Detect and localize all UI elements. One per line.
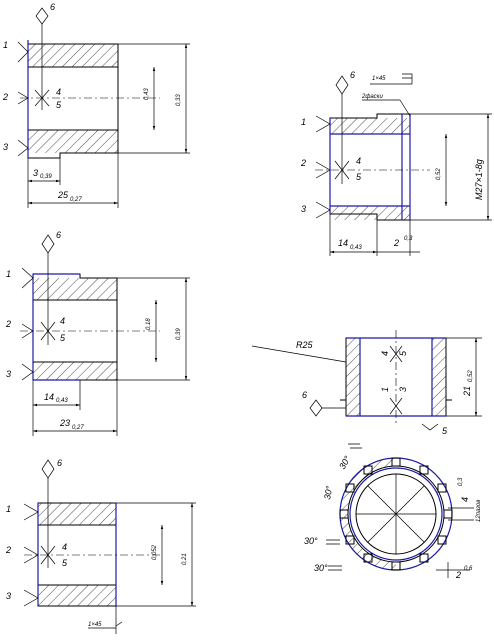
svg-text:30°: 30° <box>322 485 334 501</box>
op2-base-3: 3 <box>6 369 11 379</box>
op3-base-2: 2 <box>5 545 11 555</box>
svg-text:2: 2 <box>455 570 461 580</box>
op2-base-1: 1 <box>6 269 11 279</box>
svg-text:1: 1 <box>380 387 390 392</box>
op4-base-1: 1 <box>301 117 306 127</box>
svg-text:0,39: 0,39 <box>40 174 52 180</box>
op3-base-4: 4 <box>62 542 67 552</box>
svg-text:5: 5 <box>442 426 448 436</box>
svg-text:4: 4 <box>460 497 470 502</box>
svg-text:0,3: 0,3 <box>458 477 464 486</box>
op1-base-1: 1 <box>3 40 8 50</box>
svg-text:3: 3 <box>398 387 408 392</box>
op5-radius: R25 <box>296 340 314 350</box>
op5-wall-right <box>432 338 446 416</box>
operation-3-sketch: 1 2 3 6 4 5 0,052 0,21 1×45 <box>5 458 196 634</box>
op2-wall-top <box>33 278 117 300</box>
op1-base-3: 3 <box>3 142 8 152</box>
svg-text:12пазов: 12пазов <box>476 500 482 522</box>
op4-base-4: 4 <box>356 156 361 166</box>
operation-6-sketch: 30° 30° 30° 30° 4 0,3 12пазов 2 0,6 <box>304 443 482 580</box>
svg-text:25: 25 <box>57 190 69 200</box>
op1-wall-bottom <box>28 130 118 153</box>
op5-r25-leader <box>251 345 347 363</box>
svg-text:30°: 30° <box>314 563 328 573</box>
op3-base-3: 3 <box>6 591 11 601</box>
op3-base-1: 1 <box>6 504 11 514</box>
op4-chamfer: 1×45 <box>372 76 386 82</box>
svg-text:4: 4 <box>380 351 390 356</box>
svg-text:30°: 30° <box>304 536 318 546</box>
svg-text:0,52: 0,52 <box>468 370 474 382</box>
op4-base-5: 5 <box>356 172 362 182</box>
svg-text:0,27: 0,27 <box>72 425 84 431</box>
operation-4-sketch: 1 2 3 6 4 5 1×45 2фаски M27×1-8g 0,52 14… <box>300 70 492 256</box>
svg-text:23: 23 <box>59 418 70 428</box>
op2-clamp-diamond <box>41 234 55 254</box>
svg-text:14: 14 <box>338 238 348 248</box>
svg-text:0,39: 0,39 <box>176 328 182 340</box>
op5-base-6: 6 <box>302 390 307 400</box>
op1-base-4: 4 <box>56 87 61 97</box>
op1-wall-top <box>28 44 118 67</box>
op4-base-2: 2 <box>300 158 306 168</box>
operation-5-sketch: R25 6 4 5 1 3 5 21 0,52 <box>251 330 482 436</box>
op2-wall-bottom <box>33 362 117 380</box>
op4-clamp-diamond <box>335 75 349 95</box>
operation-1-sketch: 1 2 3 6 4 5 0,43 0,33 3 0,39 25 0,27 <box>2 2 190 208</box>
op4-base-6: 6 <box>350 70 355 80</box>
op3-clamp-diamond <box>41 459 55 479</box>
op3-chamfer: 1×45 <box>88 622 102 628</box>
svg-text:0,052: 0,052 <box>152 544 158 560</box>
op2-base-4: 4 <box>60 316 65 326</box>
op3-wall-top <box>38 503 116 525</box>
op5-clamp-diamond <box>309 399 323 417</box>
op1-outline <box>27 43 119 159</box>
operation-2-sketch: 1 2 3 6 4 5 0,18 0,39 14 0,43 23 0,27 <box>5 230 190 436</box>
op4-wall-bottom <box>330 206 410 220</box>
svg-text:0,52: 0,52 <box>436 168 442 180</box>
svg-text:0,3: 0,3 <box>404 236 413 242</box>
svg-text:2: 2 <box>393 238 399 248</box>
op1-base-2: 2 <box>2 92 8 102</box>
svg-text:5: 5 <box>398 350 408 356</box>
op1-base-5: 5 <box>56 100 62 110</box>
op2-base-6: 6 <box>56 230 61 240</box>
svg-text:0,43: 0,43 <box>144 88 150 100</box>
svg-text:30°: 30° <box>337 454 353 471</box>
svg-text:0,27: 0,27 <box>70 197 82 203</box>
op1-base-6: 6 <box>50 2 55 12</box>
op4-wall-top <box>330 118 410 134</box>
op3-base-6: 6 <box>57 458 62 468</box>
svg-text:0,6: 0,6 <box>464 566 473 572</box>
op5-wall-left <box>346 338 360 416</box>
op3-wall-bottom <box>38 585 116 606</box>
op2-base-5: 5 <box>60 333 66 343</box>
op4-chamfer-note: 2фаски <box>361 94 384 100</box>
svg-text:0,43: 0,43 <box>350 245 362 251</box>
svg-text:M27×1-8g: M27×1-8g <box>474 159 484 200</box>
svg-text:21: 21 <box>462 386 472 397</box>
op1-clamp-diamond <box>35 7 49 25</box>
svg-text:14: 14 <box>44 392 54 402</box>
op3-base-5: 5 <box>62 558 68 568</box>
op2-base-2: 2 <box>5 319 11 329</box>
op4-base-3: 3 <box>301 204 306 214</box>
svg-text:3: 3 <box>33 168 38 178</box>
svg-text:0,43: 0,43 <box>56 398 68 404</box>
svg-text:0,33: 0,33 <box>176 94 182 106</box>
op6-slots <box>339 457 453 571</box>
svg-text:0,18: 0,18 <box>146 318 152 330</box>
svg-text:0,21: 0,21 <box>182 553 188 565</box>
